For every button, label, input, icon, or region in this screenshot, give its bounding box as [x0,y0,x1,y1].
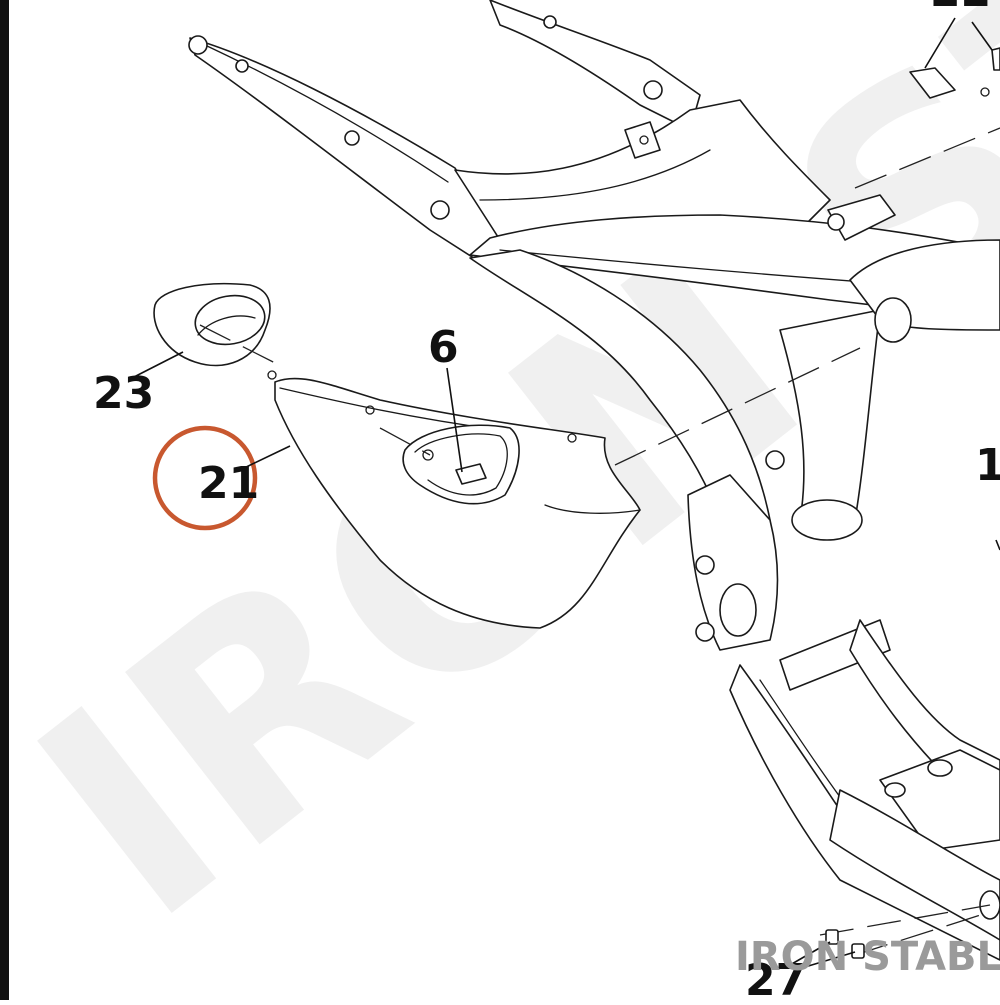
frame-drawing [188,0,1000,961]
leader-21 [239,445,291,471]
filler-trim-part-23 [153,282,271,367]
leader-27a [789,941,831,966]
left-border [0,0,9,1000]
leader-27b [794,951,856,971]
brand-mark: IRON STABLE [735,934,1000,980]
center-lines [199,127,1000,956]
leader-23 [131,351,184,379]
fasteners-part-27 [825,929,865,959]
callout-27: 27 [745,955,806,1000]
highlight-circle [152,425,258,531]
callout-22: 22 [930,0,991,17]
leader-22a [924,17,956,69]
callout-23: 23 [93,368,154,419]
leader-19 [995,539,1000,551]
leader-6 [446,367,463,473]
leader-22b [971,21,993,51]
callout-6: 6 [428,322,459,373]
callout-19: 19 [975,440,1000,491]
